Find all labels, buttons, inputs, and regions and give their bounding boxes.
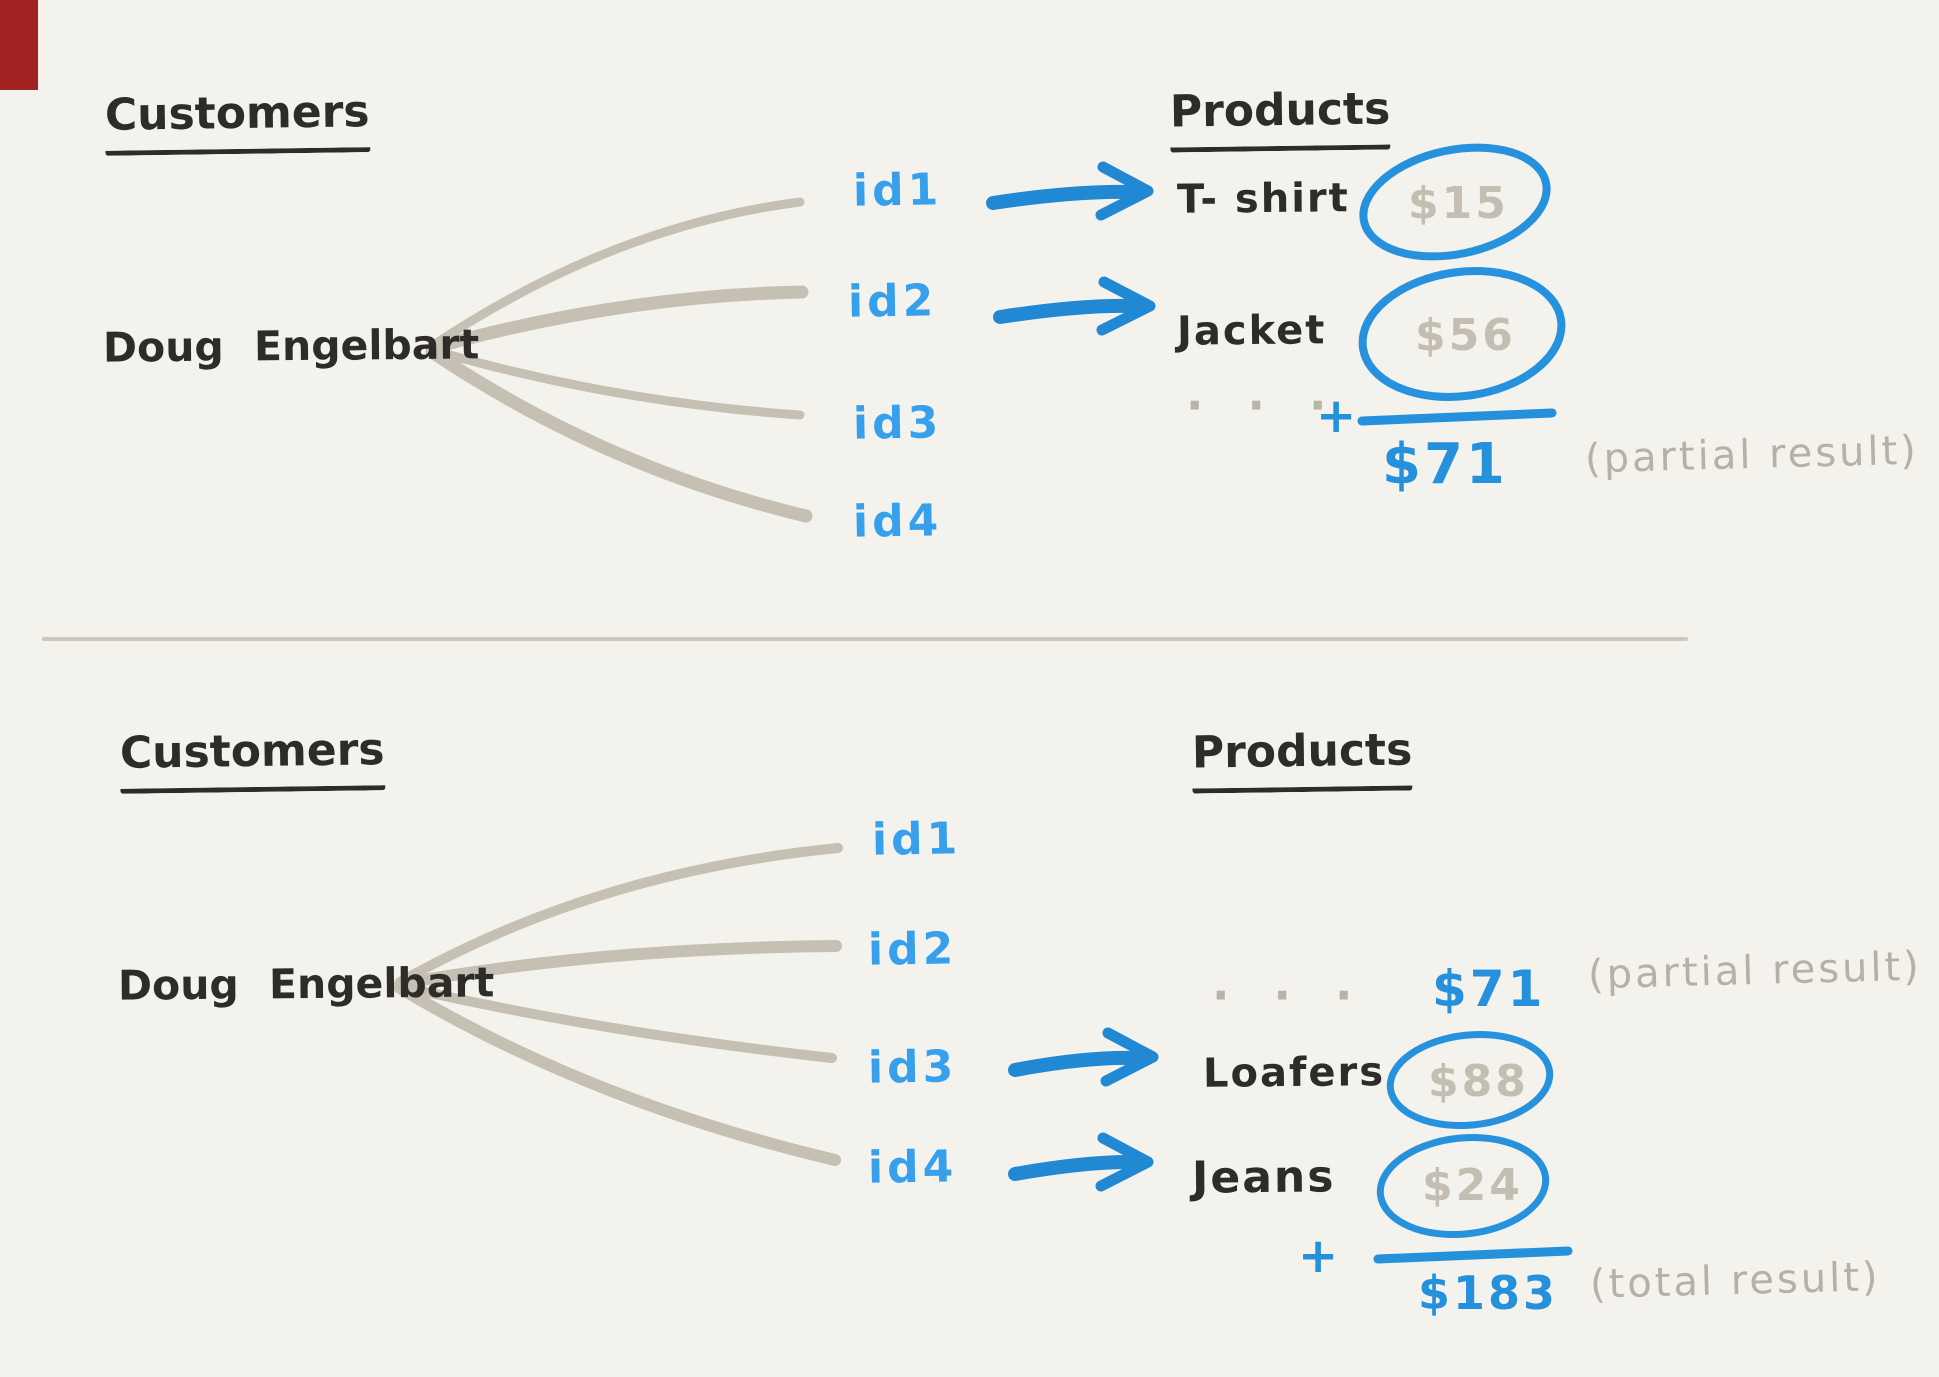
fan-line-bottom-id3 <box>395 981 837 1063</box>
fan-line-bottom-id4 <box>394 982 841 1166</box>
sum-lines <box>1357 408 1573 1264</box>
fan-line-top-id2 <box>425 285 809 355</box>
arrow-top-id2 <box>993 298 1141 324</box>
product-label-jacket: Jacket <box>1176 307 1327 355</box>
price-value-tshirt: $15 <box>1408 178 1509 229</box>
price-circles <box>1358 143 1566 1239</box>
price-ellipse-jacket <box>1358 267 1566 401</box>
arrows-bottom <box>1008 1027 1159 1192</box>
customers-heading-bottom: Customers <box>119 724 386 794</box>
fan-line-top-id1 <box>427 197 805 351</box>
fan-lines-top <box>425 197 813 523</box>
partial-result-note-bottom: (partial result) <box>1587 943 1923 999</box>
id-label-bottom-2: id2 <box>867 923 958 976</box>
ellipsis-bottom: · · · <box>1212 968 1367 1022</box>
fan-lines-bottom <box>394 843 843 1166</box>
products-heading-top: Products <box>1169 83 1391 153</box>
price-value-loafers: $88 <box>1428 1056 1529 1107</box>
id-label-top-2: id2 <box>847 275 938 328</box>
arrow-head-top-id2 <box>1096 276 1156 336</box>
total-value: $183 <box>1418 1266 1559 1320</box>
product-label-loafers: Loafers <box>1202 1049 1386 1097</box>
price-ellipse-tshirt <box>1359 143 1551 261</box>
arrows-top <box>986 161 1156 336</box>
arrow-head-top-id1 <box>1095 161 1154 221</box>
price-ellipse-jeans <box>1376 1133 1550 1239</box>
arrow-head-bottom-id3 <box>1100 1027 1159 1087</box>
fan-line-top-id3 <box>427 345 805 420</box>
id-label-bottom-3: id3 <box>867 1041 958 1094</box>
price-value-jeans: $24 <box>1422 1160 1523 1211</box>
ellipsis-top: · · · <box>1186 378 1341 432</box>
customer-name-bottom: Doug Engelbart <box>117 958 495 1010</box>
products-heading-bottom: Products <box>1191 724 1413 794</box>
fan-line-bottom-id2 <box>394 940 842 990</box>
price-ellipse-loafers <box>1386 1030 1554 1130</box>
partial-result-note-top: (partial result) <box>1584 427 1920 483</box>
arrow-bottom-id3 <box>1008 1050 1142 1077</box>
panel-divider <box>42 637 1688 641</box>
arrow-top-id1 <box>986 184 1137 210</box>
plus-sign-top: + <box>1316 388 1357 444</box>
id-label-bottom-1: id1 <box>871 813 962 866</box>
red-corner-marker <box>0 0 38 90</box>
plus-sign-bottom: + <box>1298 1228 1339 1284</box>
id-label-bottom-4: id4 <box>867 1141 958 1194</box>
product-label-tshirt: T- shirt <box>1176 175 1350 223</box>
fan-line-top-id4 <box>425 345 813 523</box>
id-label-top-1: id1 <box>852 164 943 217</box>
product-label-jeans: Jeans <box>1191 1151 1336 1204</box>
sum-line-top <box>1357 408 1557 426</box>
carried-subtotal-value: $71 <box>1432 960 1546 1018</box>
customer-name-top: Doug Engelbart <box>102 320 480 372</box>
customers-heading-top: Customers <box>104 86 371 156</box>
arrow-bottom-id4 <box>1008 1155 1137 1181</box>
subtotal-value-top: $71 <box>1382 432 1508 497</box>
id-label-top-4: id4 <box>852 495 943 548</box>
id-label-top-3: id3 <box>852 397 943 450</box>
arrow-head-bottom-id4 <box>1095 1132 1154 1192</box>
fan-line-bottom-id1 <box>395 843 843 987</box>
sum-line-bottom <box>1373 1246 1573 1264</box>
price-value-jacket: $56 <box>1415 310 1516 361</box>
total-result-note: (total result) <box>1589 1254 1882 1308</box>
